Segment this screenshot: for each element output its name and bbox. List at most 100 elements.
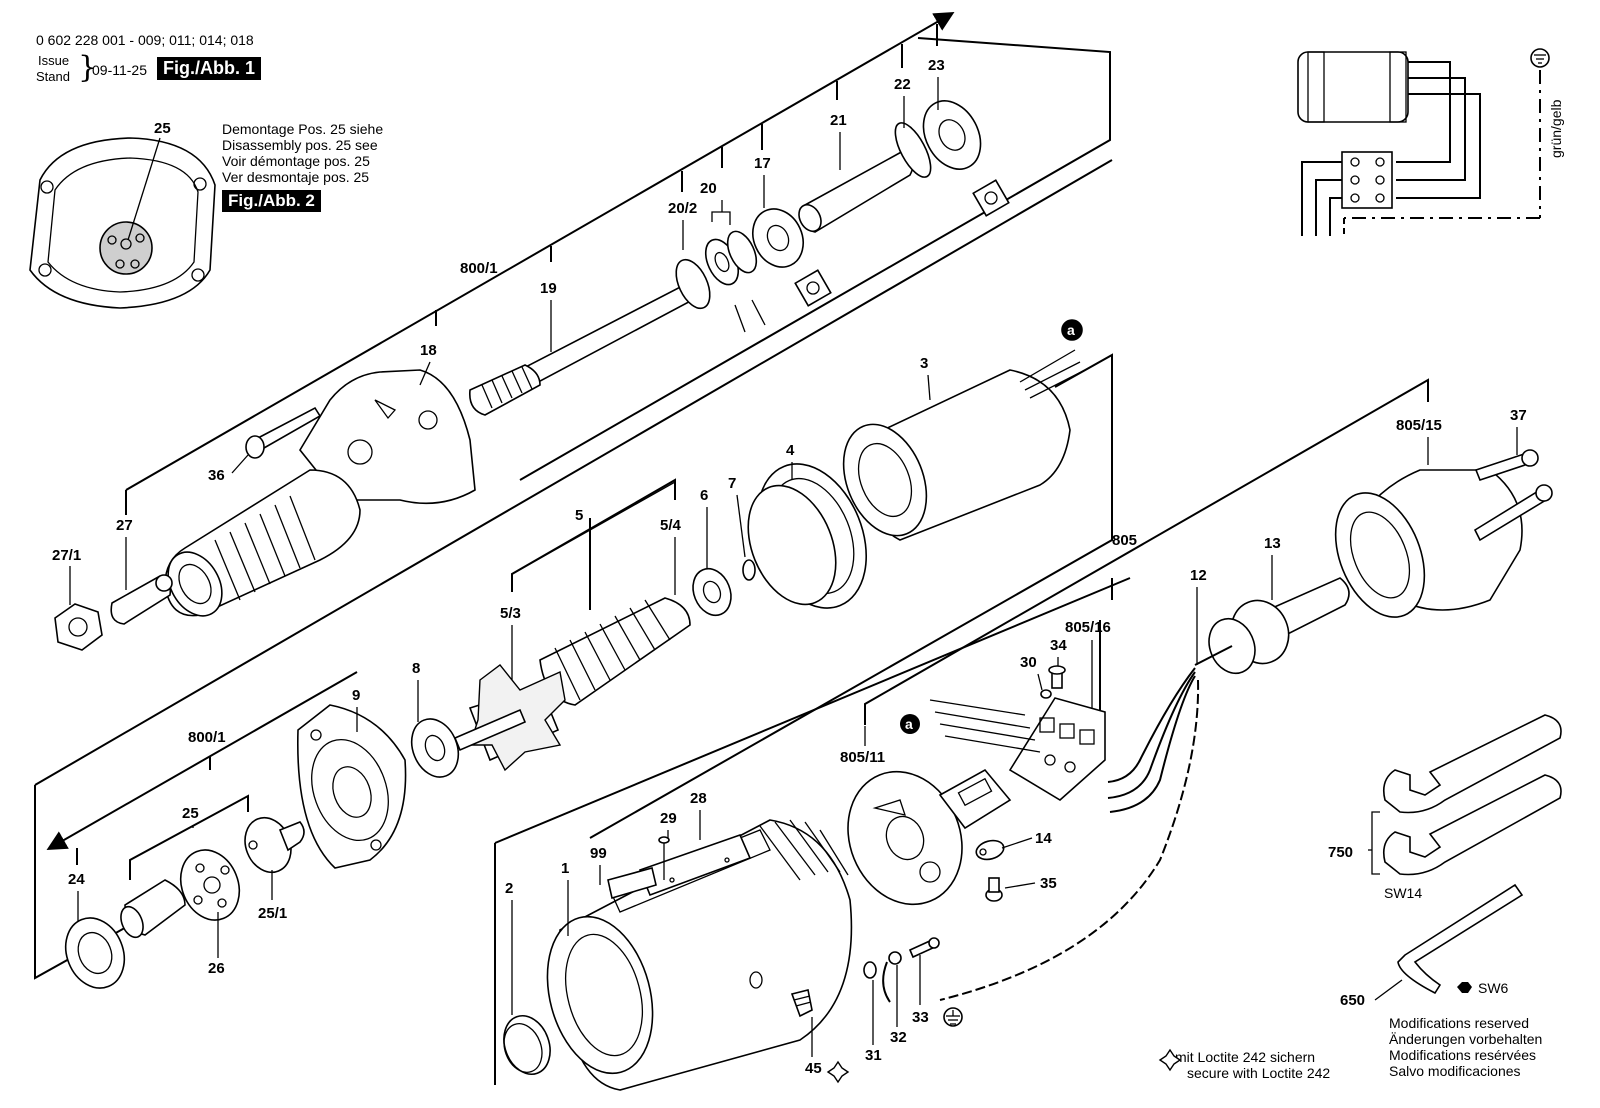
label-25-1: 25/1 [258,905,287,922]
hex-size-icon [1457,982,1472,993]
loctite-star-icon [826,1060,850,1084]
label-45: 45 [805,1060,822,1077]
stand-label: Stand [36,69,70,84]
part-5-armature [453,597,691,772]
label-29: 29 [660,810,677,827]
label-12: 12 [1190,567,1207,584]
part-650-hex-key [1397,883,1524,995]
label-31: 31 [865,1047,882,1064]
wire-marker-a-top [1061,319,1083,341]
part-9-bearing-flange [296,704,407,869]
label-34: 34 [1050,637,1067,654]
label-4: 4 [786,442,795,459]
label-5-4: 5/4 [660,517,682,534]
label-6: 6 [700,487,708,504]
part-7-clip [742,559,756,581]
part-20-washers [704,230,766,333]
label-18: 18 [420,342,437,359]
modifications-note: Modifications reserved Änderungen vorbeh… [1389,1015,1542,1079]
part-13-cable-sleeve [1208,577,1350,675]
label-30: 30 [1020,654,1037,671]
ground-wire-label: grün/gelb [1548,99,1564,158]
figure-title: Fig./Abb. 1 [157,57,261,80]
part-25-drive [120,879,186,939]
loctite-line-2: secure with Loctite 242 [1187,1065,1331,1081]
label-800-1-top: 800/1 [460,260,498,277]
loctite-line-1: mit Loctite 242 sichern [1175,1049,1316,1065]
label-25: 25 [182,805,199,822]
part-750-wrench [1382,714,1562,876]
modifications-line: Modifications resérvées [1389,1047,1537,1063]
label-20: 20 [700,180,717,197]
label-9: 9 [352,687,360,704]
part-36-screw [245,406,322,459]
ground-symbol [1530,48,1550,68]
label-36: 36 [208,467,225,484]
disassembly-note-line: Voir démontage pos. 25 [222,153,370,169]
part-21-sleeve [798,149,914,233]
wiring-diagram [1297,48,1550,236]
label-14: 14 [1035,830,1052,847]
issue-brace: } [78,50,98,85]
label-805: 805 [1112,532,1137,549]
label-22: 22 [894,76,911,93]
part-24-ring [64,917,126,989]
part-805-15-end-cap [1334,449,1553,618]
part-8-bearing [410,718,460,778]
part-35-screw [985,877,1003,902]
part-14-clamp [975,839,1005,861]
part-3-field [842,349,1086,541]
ground-lead [882,961,891,1003]
label-7: 7 [728,475,736,492]
label-17: 17 [754,155,771,172]
modifications-line: Modifications reserved [1389,1015,1530,1031]
loctite-note: mit Loctite 242 sichern secure with Loct… [1175,1049,1330,1081]
part-1-motor-housing [546,819,853,1091]
part-2-ring [503,1015,551,1075]
part-805-16-terminal-block [1008,697,1106,801]
label-37: 37 [1510,407,1527,424]
part-31-washer [863,961,877,979]
part-99-label [607,867,657,900]
ground-symbol-33 [943,1007,963,1027]
label-23: 23 [928,57,945,74]
label-800-1-bot: 800/1 [188,729,226,746]
part-27-grip-sleeve [164,469,361,617]
label-805-11: 805/11 [840,749,885,766]
part-33-screw [908,937,940,959]
part-18-gear-housing [299,369,476,505]
modifications-line: Salvo modificaciones [1389,1063,1521,1079]
lower-left-frame [46,671,358,880]
label-8: 8 [412,660,420,677]
part-22-ring [894,122,932,178]
part-34-screw [1048,665,1066,689]
label-26: 26 [208,960,225,977]
label-24: 24 [68,871,85,888]
label-27: 27 [116,517,133,534]
part-32-washer [888,951,902,965]
disassembly-note-line: Ver desmontaje pos. 25 [222,169,370,185]
label-5-3: 5/3 [500,605,521,622]
part-29-rivet [658,836,670,880]
part-25-1-carrier [244,816,305,874]
disassembly-note-line: Disassembly pos. 25 see [222,137,378,153]
label-5: 5 [575,507,583,524]
label-32: 32 [890,1029,907,1046]
part-17-bearing [752,208,832,307]
label-750: 750 [1328,844,1353,861]
label-650: 650 [1340,992,1365,1009]
label-20-2: 20/2 [668,200,697,217]
part-numbers: 0 602 228 001 - 009; 011; 014; 018 [36,32,254,48]
wire-marker-a-mid-label: a [905,716,913,732]
issue-date: 09-11-25 [92,62,148,78]
part-45-screw [790,989,813,1018]
part-12-cable [939,645,1233,1001]
label-2: 2 [505,880,513,897]
part-4-ring [747,463,868,609]
label-25-inset: 25 [154,120,171,137]
label-99: 99 [590,845,607,862]
label-28: 28 [690,790,707,807]
label-19: 19 [540,280,557,297]
part-23-bearing [922,100,1010,217]
